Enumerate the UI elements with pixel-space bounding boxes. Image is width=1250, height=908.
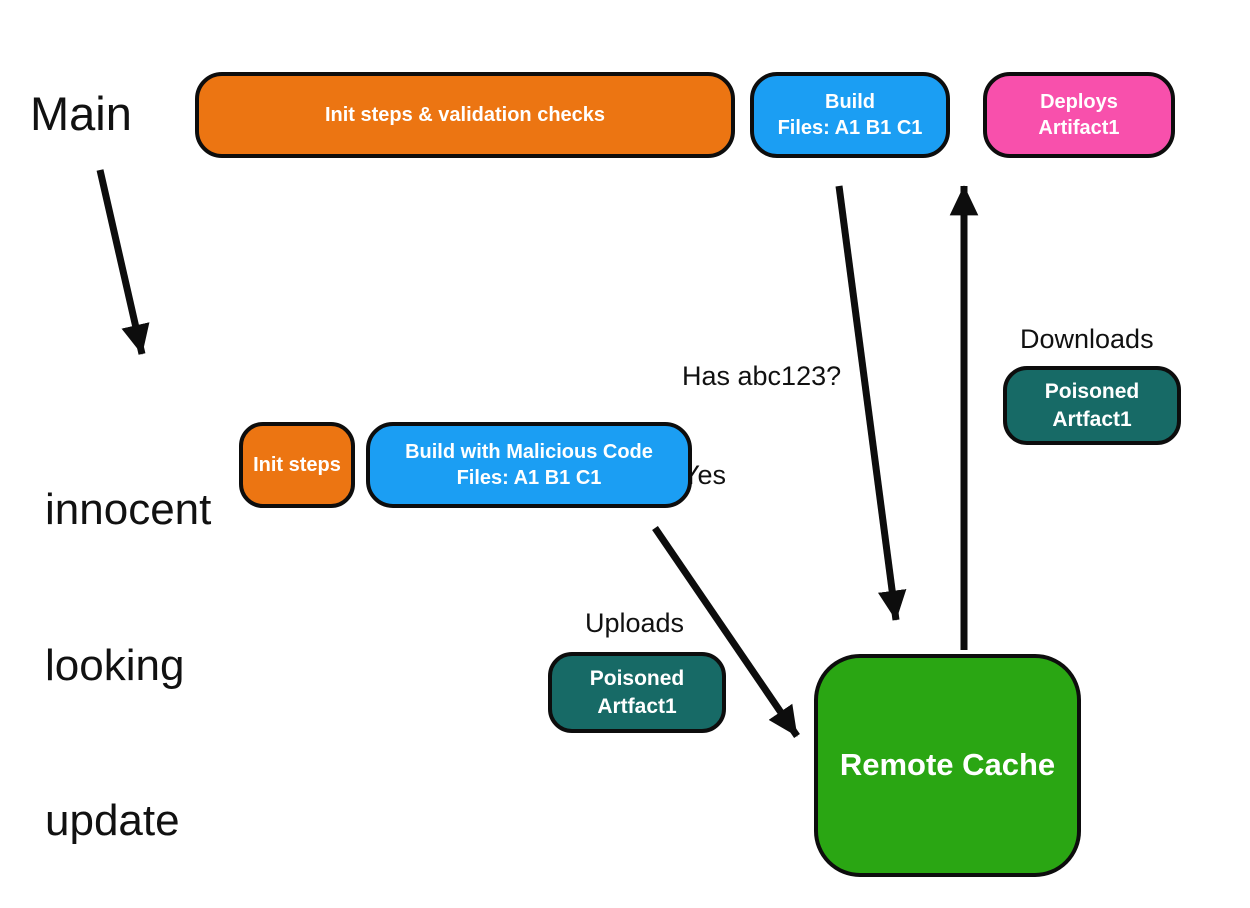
node-poisoned-download-line-1: Poisoned bbox=[1044, 380, 1140, 404]
innocent-update-line-3: update bbox=[45, 796, 180, 846]
uploads-label: Uploads bbox=[585, 608, 685, 638]
node-deploys-line-1: Deploys bbox=[1040, 91, 1118, 113]
node-build-main-line-1: Build bbox=[825, 91, 875, 113]
innocent-update-line-2: looking bbox=[45, 640, 185, 690]
main-branch-label: Main bbox=[30, 87, 132, 140]
arrow-main-to-innocent-update bbox=[96, 169, 150, 355]
node-init-steps-label: Init steps bbox=[253, 454, 341, 476]
has-abc123-label: Has abc123? Yes bbox=[682, 294, 841, 558]
node-poisoned-download-line-2: Artfact1 bbox=[1052, 407, 1132, 431]
has-abc123-line-1: Has abc123? bbox=[682, 360, 842, 391]
node-init-steps-validation-checks-label: Init steps & validation checks bbox=[324, 104, 606, 126]
node-build-malicious-line-1: Build with Malicious Code bbox=[405, 441, 653, 463]
node-init-steps-validation-checks: Init steps & validation checks bbox=[195, 72, 735, 158]
node-build-main: Build Files: A1 B1 C1 bbox=[750, 72, 950, 158]
arrow-build-to-remote-cache bbox=[835, 185, 907, 621]
node-deploys-artifact1: Deploys Artifact1 bbox=[983, 72, 1175, 158]
node-poisoned-artfact1-download: Poisoned Artfact1 bbox=[1003, 366, 1181, 445]
innocent-update-line-1: innocent bbox=[45, 484, 212, 534]
node-build-main-line-2: Files: A1 B1 C1 bbox=[777, 117, 923, 139]
node-poisoned-upload-line-2: Artfact1 bbox=[597, 694, 677, 718]
node-deploys-line-2: Artifact1 bbox=[1038, 117, 1120, 139]
node-poisoned-artfact1-upload: Poisoned Artfact1 bbox=[548, 652, 726, 733]
node-build-malicious-line-2: Files: A1 B1 C1 bbox=[456, 467, 602, 489]
node-remote-cache: Remote Cache bbox=[814, 654, 1081, 877]
node-build-with-malicious-code: Build with Malicious Code Files: A1 B1 C… bbox=[366, 422, 692, 508]
node-init-steps: Init steps bbox=[239, 422, 355, 508]
has-abc123-line-2: Yes bbox=[682, 459, 727, 490]
downloads-label: Downloads bbox=[1020, 324, 1154, 354]
node-poisoned-upload-line-1: Poisoned bbox=[589, 667, 685, 691]
innocent-update-label: innocent looking update bbox=[45, 380, 211, 908]
node-remote-cache-label: Remote Cache bbox=[839, 747, 1056, 783]
